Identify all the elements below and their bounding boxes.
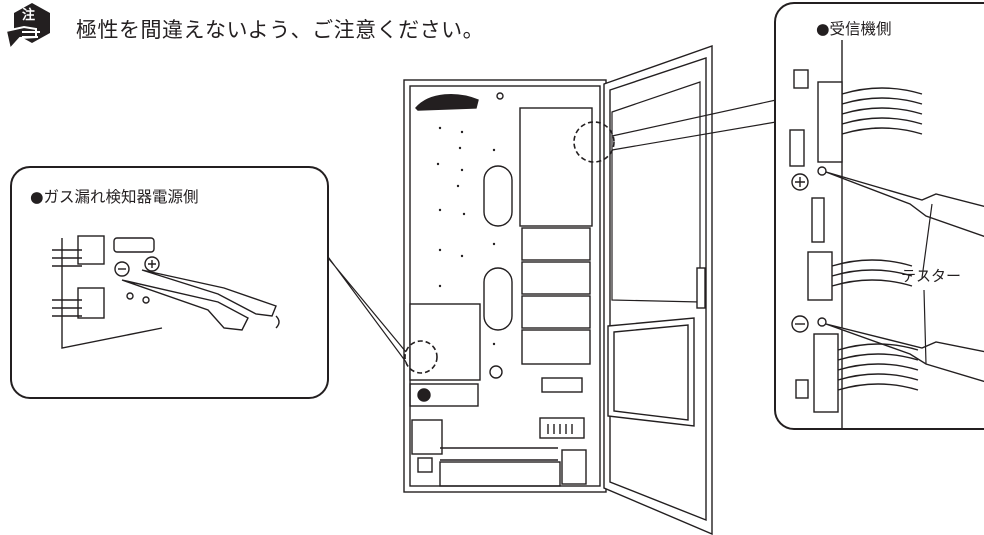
screwdriver-probe-icon: [825, 171, 984, 238]
receiver-side-title: ●受信機側: [816, 20, 892, 38]
detector-side-panel: ●ガス漏れ検知器電源側: [10, 166, 329, 399]
highlight-receiver: [573, 121, 615, 163]
receiver-side-panel: ●受信機側 テスター: [774, 2, 984, 430]
plus-terminal-icon: [144, 256, 160, 272]
tester-label: テスター: [901, 267, 962, 285]
minus-terminal-icon: [114, 261, 130, 277]
detector-side-title: ●ガス漏れ検知器電源側: [30, 188, 199, 206]
caution-badge: 注: [22, 8, 36, 23]
highlight-detector: [404, 340, 438, 374]
cabinet-door: [603, 45, 713, 535]
plus-terminal-icon: [791, 173, 809, 191]
screwdriver-probe-icon: [121, 269, 277, 331]
minus-terminal-icon: [791, 315, 809, 333]
caution-hand-icon: [4, 3, 50, 52]
caution-message: 極性を間違えないよう、ご注意ください。: [76, 18, 485, 42]
door-plate: [607, 317, 695, 427]
